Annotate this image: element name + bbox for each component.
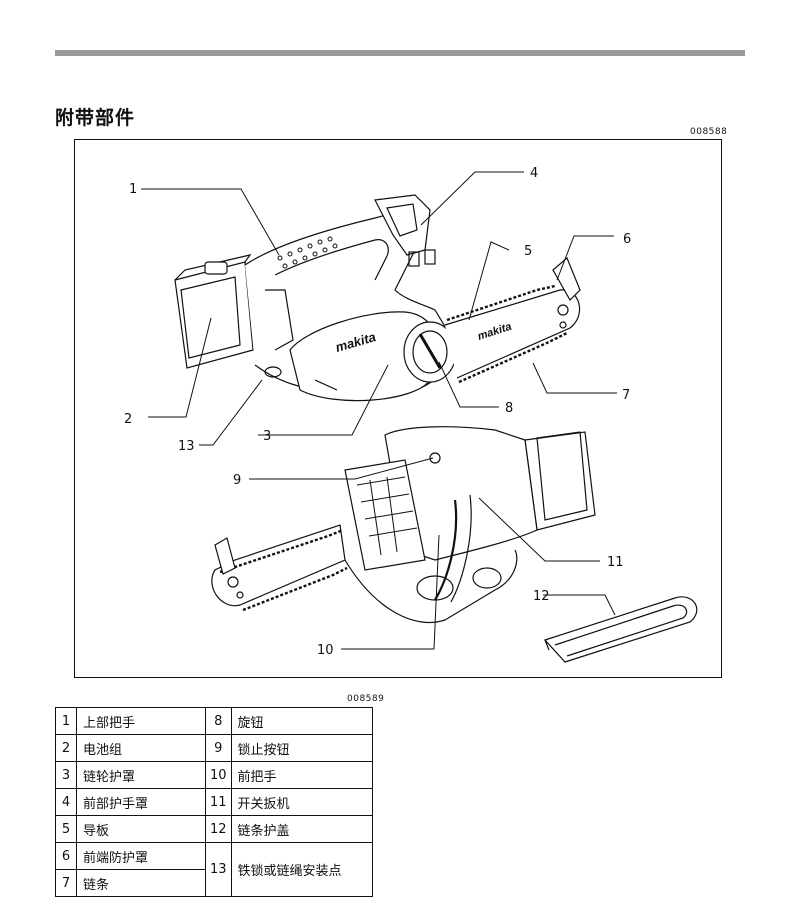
callout-labels: 1 2 3 4 5 6 7 8 9 10 11 12 13 [124,166,631,658]
callout-5: 5 [524,244,532,259]
part-name: 导板 [76,815,206,843]
part-number: 8 [205,707,232,735]
callout-6: 6 [623,232,631,247]
callout-9: 9 [233,473,241,488]
part-name: 链条 [76,869,206,897]
part-name: 链轮护罩 [76,761,206,789]
callout-10: 10 [317,643,334,658]
table-row: 1 上部把手 8 旋钮 [55,707,373,735]
part-number: 6 [55,842,77,870]
part-number: 2 [55,734,77,762]
callout-3: 3 [263,429,271,444]
part-name: 前把手 [230,761,373,789]
callout-13: 13 [178,439,195,454]
callout-2: 2 [124,412,132,427]
table-row: 4 前部护手罩 11 开关扳机 [55,788,373,816]
part-number: 11 [205,788,232,816]
part-number: 10 [205,761,232,789]
part-name: 铁锁或链绳安装点 [230,842,373,897]
table-row: 6 前端防护罩 13 铁锁或链绳安装点 [55,842,373,897]
figure-code-bottom: 008589 [347,694,385,704]
figure-frame: makita makita 1 2 3 4 5 6 7 8 [74,139,722,678]
table-row: 5 导板 12 链条护盖 [55,815,373,843]
table-row: 2 电池组 9 锁止按钮 [55,734,373,762]
part-number: 5 [55,815,77,843]
part-number: 9 [205,734,232,762]
table-row: 3 链轮护罩 10 前把手 [55,761,373,789]
part-number: 3 [55,761,77,789]
chainsaw-illustration: makita makita 1 2 3 4 5 6 7 8 [124,166,698,663]
part-name: 前端防护罩 [76,842,206,870]
part-name: 电池组 [76,734,206,762]
figure-code-top: 008588 [690,127,728,137]
part-name: 链条护盖 [230,815,373,843]
section-title: 附带部件 [55,107,136,129]
callout-7: 7 [622,388,630,403]
callout-11: 11 [607,555,624,570]
part-number: 12 [205,815,232,843]
callout-12: 12 [533,589,550,604]
part-name: 上部把手 [76,707,206,735]
table-row: 7 链条 [55,869,373,897]
part-name: 旋钮 [230,707,373,735]
callout-1: 1 [129,182,137,197]
parts-table: 1 上部把手 8 旋钮 2 电池组 9 锁止按钮 3 链轮护罩 10 前把手 4… [55,707,373,897]
part-number: 1 [55,707,77,735]
part-number: 7 [55,869,77,897]
part-name: 前部护手罩 [76,788,206,816]
callout-4: 4 [530,166,538,181]
part-name: 锁止按钮 [230,734,373,762]
top-rule [55,50,745,56]
part-number: 4 [55,788,77,816]
part-number: 13 [205,842,232,897]
callout-8: 8 [505,401,513,416]
part-name: 开关扳机 [230,788,373,816]
